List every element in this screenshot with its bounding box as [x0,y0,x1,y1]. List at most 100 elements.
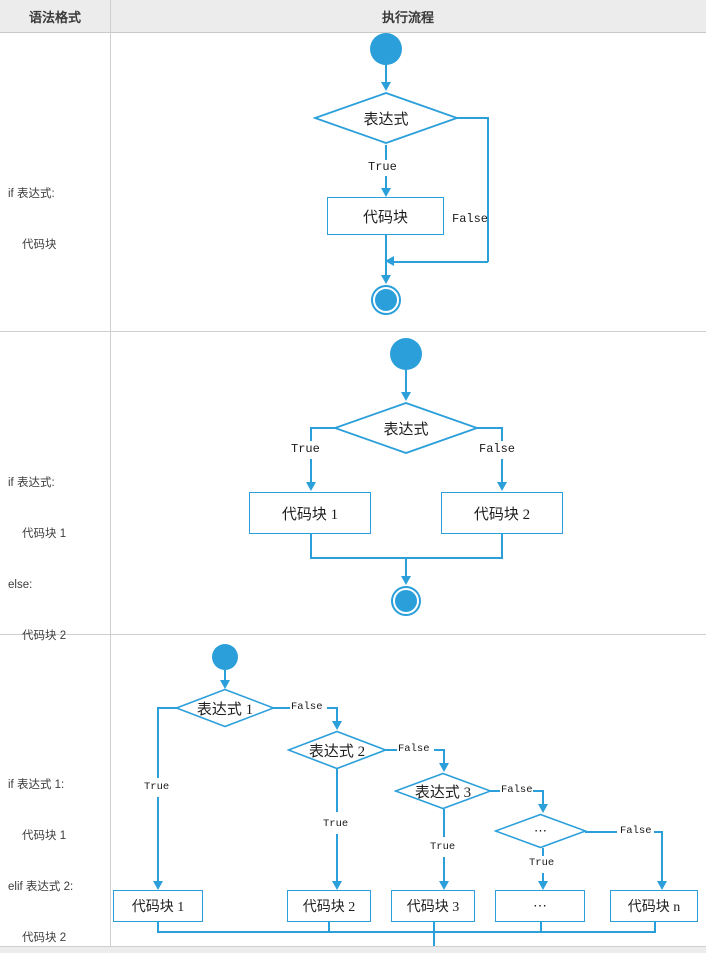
edge-true-4-lower [542,873,544,883]
edge-boxn-to-merge [654,922,656,933]
edge-false-2-horizontal-2 [434,749,445,751]
syntax-line: elif 表达式 2: [8,881,74,893]
edge-label-true-3: True [430,841,456,853]
arrow-down-icon [438,881,449,890]
process-box-ellipsis: ⋯ [495,890,585,922]
edge-label-true-4: True [529,857,555,869]
edge-true-1-vertical [157,707,159,778]
edge-false-vertical [501,427,503,441]
arrow-left-icon [385,255,394,266]
process-box: 代码块 [327,197,444,235]
edge-false-1-horizontal [273,707,290,709]
edge-box2-to-merge [328,922,330,933]
syntax-line: if 表达式: [8,188,55,200]
edge-false-1-vertical [336,707,338,724]
row-divider-1 [0,331,706,332]
syntax-line: 代码块 1 [22,528,67,540]
syntax-line: 代码块 2 [22,932,67,944]
arrow-down-icon [152,881,163,890]
edge-label-false: False [479,442,516,456]
process-box-1: 代码块 1 [113,890,203,922]
end-node [391,586,421,616]
syntax-cell-if-else: if 表达式: 代码块 1 else: 代码块 2 [8,441,108,679]
header-cell-flow: 执行流程 [381,9,434,25]
edge-label-true-1: True [144,781,170,793]
arrow-down-icon [380,275,391,284]
edge-true-4-vertical [542,848,544,856]
edge-false-4-horizontal [585,831,617,833]
arrow-down-icon [537,881,548,890]
arrow-down-icon [331,721,342,730]
process-box-true: 代码块 1 [249,492,371,534]
edge-true-1-lower [157,797,159,883]
edge-label-false-2: False [398,743,430,755]
edge-merge-to-end [433,931,435,946]
edge-false-3-horizontal [490,790,500,792]
edge-true-lower [310,459,312,484]
decision-node-2: 表达式 2 [287,730,387,770]
arrow-down-icon [380,188,391,197]
syntax-line: if 表达式 1: [8,779,65,791]
edge-true-2-vertical [336,769,338,812]
syntax-cell-if: if 表达式: 代码块 [8,152,108,288]
syntax-line: 代码块 2 [22,630,67,642]
edge-false-to-merge [501,534,503,558]
edge-false-merge [392,261,488,263]
arrow-down-icon [537,804,548,813]
arrow-down-icon [331,881,342,890]
edge-true [385,145,387,160]
edge-false-1-horizontal-2 [327,707,338,709]
arrow-down-icon [305,482,316,491]
header-cell-syntax: 语法格式 [28,9,81,25]
arrow-down-icon [400,392,411,401]
syntax-line: 代码块 [22,239,57,251]
arrow-down-icon [496,482,507,491]
start-node [212,644,238,670]
edge-box4-to-merge [540,922,542,933]
decision-node-3: 表达式 3 [394,772,492,810]
edge-merge-to-end [385,261,387,278]
end-node [371,285,401,315]
edge-true-1-horizontal [158,707,178,709]
edge-box3-to-merge [433,922,435,933]
edge-false-3-horizontal-2 [533,790,544,792]
process-box-2: 代码块 2 [287,890,371,922]
edge-block-to-merge [385,235,387,262]
edge-false-4-vertical [661,831,663,883]
start-node [390,338,422,370]
edge-label-true: True [291,442,320,456]
edge-label-false-3: False [501,784,533,796]
syntax-line: if 表达式: [8,477,55,489]
edge-label-false-4: False [620,825,652,837]
edge-false-lower [501,459,503,484]
edge-false-horizontal [457,117,489,119]
edge-true-horizontal [311,427,337,429]
edge-false-horizontal [477,427,503,429]
row-divider-2 [0,634,706,635]
edge-merge-rail [157,931,655,933]
decision-node-1: 表达式 1 [175,688,275,728]
edge-false-4-horizontal-2 [654,831,663,833]
edge-false-2-horizontal [385,749,397,751]
edge-false-2-vertical [443,749,445,766]
arrow-down-icon [219,680,230,689]
arrow-down-icon [656,881,667,890]
edge-merge-to-end [405,557,407,579]
syntax-line: 代码块 1 [22,830,67,842]
edge-false-3-vertical [542,790,544,807]
decision-node: 表达式 [313,91,459,145]
edge-false-vertical [487,117,489,262]
arrow-down-icon [438,763,449,772]
arrow-down-icon [400,576,411,585]
edge-true-3-vertical [443,809,445,837]
bottom-strip [0,946,706,953]
decision-node: 表达式 [333,401,479,455]
edge-start-to-decision-1 [224,669,226,683]
edge-true-3-lower [443,857,445,883]
table-header-row: 语法格式 执行流程 [0,0,706,33]
arrow-down-icon [380,82,391,91]
process-box-n: 代码块 n [610,890,698,922]
syntax-line: else: [8,579,33,591]
edge-box1-to-merge [157,922,159,933]
edge-true-2-lower [336,834,338,883]
